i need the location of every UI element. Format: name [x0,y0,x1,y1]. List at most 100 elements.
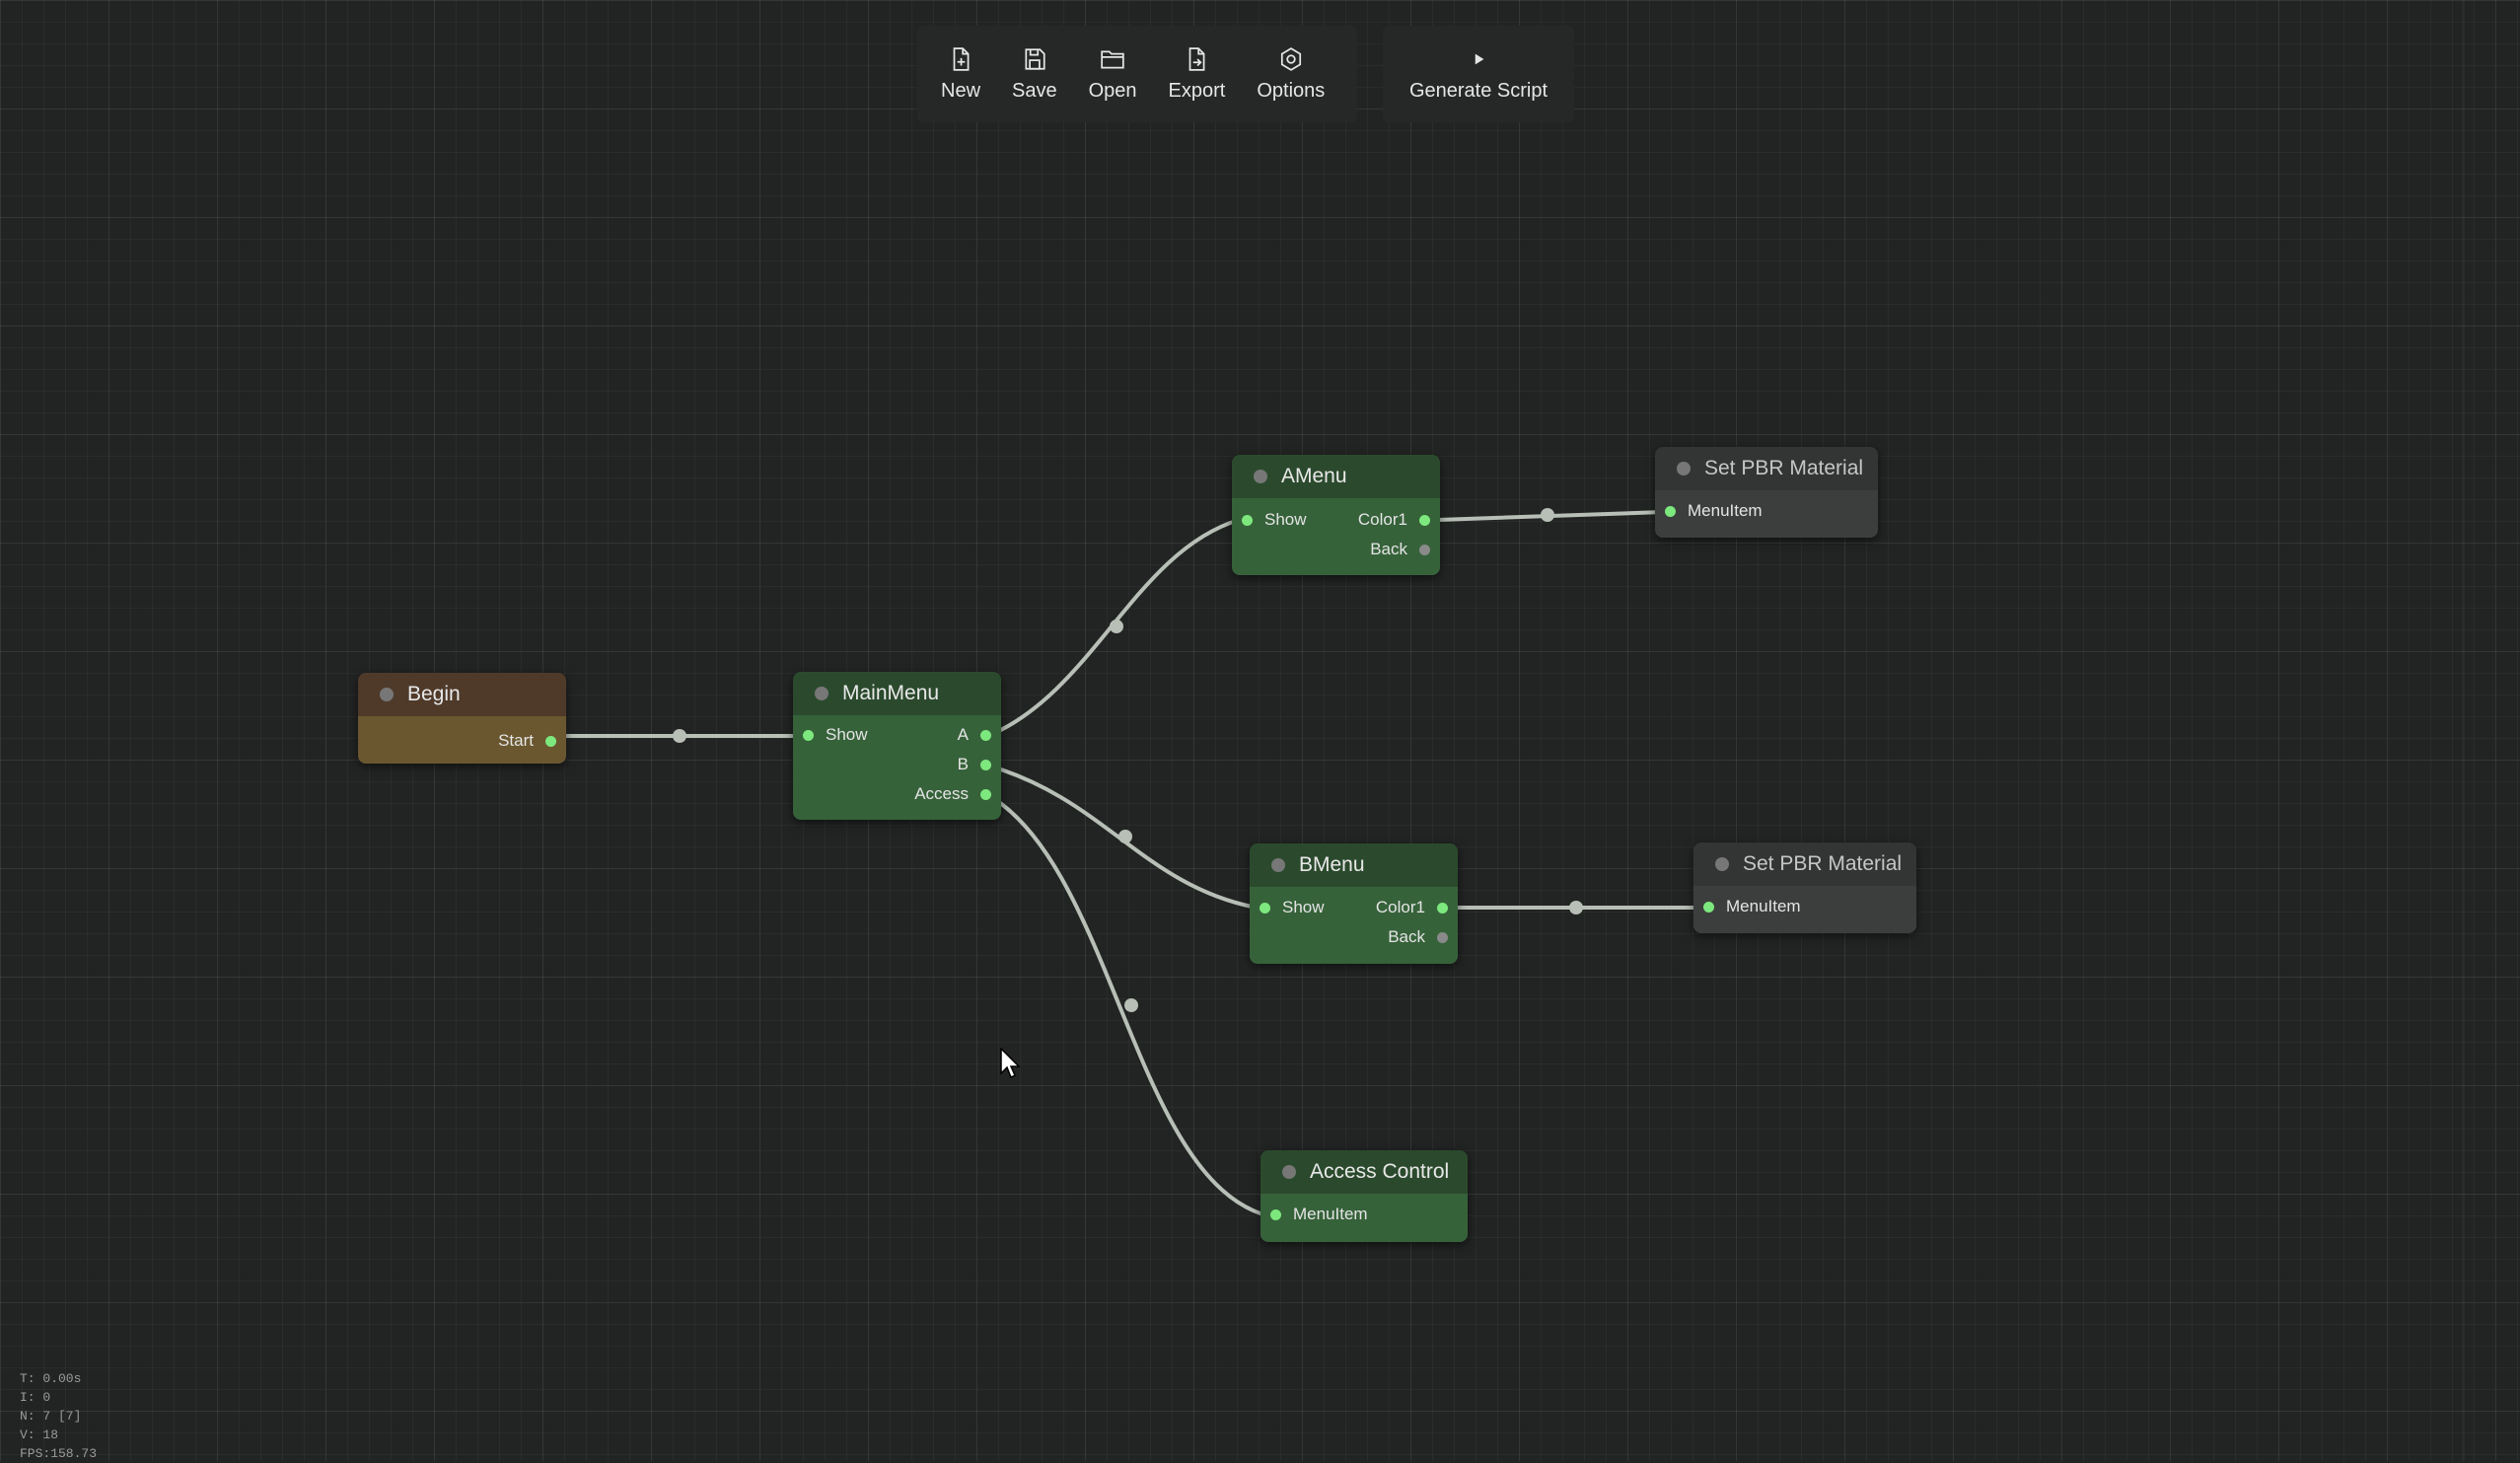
slot-connector[interactable] [545,735,556,747]
collapse-dot[interactable] [815,687,828,700]
slot-label: A [957,725,969,744]
new-label: New [941,79,981,102]
node-amenu[interactable]: AMenu Show Color1 Back [1232,455,1440,575]
slot-connector[interactable] [803,729,814,741]
collapse-dot[interactable] [1282,1165,1296,1179]
node-title: Set PBR Material [1743,852,1903,875]
new-button[interactable]: New [925,46,996,103]
input-slot-show[interactable]: Show [803,720,868,750]
stat-fps: FPS:158.73 [20,1446,98,1461]
slot-label: Back [1388,927,1425,946]
node-title: AMenu [1281,465,1347,487]
link-midpoint [673,729,686,743]
folder-icon [1101,50,1124,69]
slot-label: MenuItem [1293,1205,1368,1223]
new-file-icon [953,46,970,71]
slot-label: MenuItem [1688,501,1763,520]
output-slot-start[interactable]: Start [498,726,556,756]
node-bmenu[interactable]: BMenu Show Color1 Back [1250,843,1458,964]
node-title: Begin [407,683,461,705]
node-mainmenu[interactable]: MainMenu Show A B Access [793,672,1001,820]
node-set-pbr-material[interactable]: Set PBR Material MenuItem [1655,447,1878,538]
collapse-dot[interactable] [1271,858,1285,872]
node-title-bar[interactable]: Set PBR Material [1655,447,1878,490]
output-slot-access[interactable]: Access [914,779,991,809]
stat-nodes: N: 7 [7] [20,1409,82,1424]
node-title: BMenu [1299,853,1365,876]
collapse-dot[interactable] [380,688,394,701]
open-button[interactable]: Open [1073,46,1153,103]
slot-connector[interactable] [980,788,991,800]
collapse-dot[interactable] [1715,857,1729,871]
slot-connector[interactable] [1242,514,1253,526]
node-title-bar[interactable]: Access Control [1260,1150,1468,1194]
node-set-pbr-material[interactable]: Set PBR Material MenuItem [1693,842,1916,933]
output-slot-back[interactable]: Back [1370,535,1430,564]
node-title: Set PBR Material [1704,457,1864,479]
slot-connector[interactable] [980,759,991,770]
slot-connector[interactable] [1419,544,1430,555]
node-access-control[interactable]: Access Control MenuItem [1260,1150,1468,1242]
save-label: Save [1012,79,1057,102]
output-slot-b[interactable]: B [958,750,991,779]
cursor-icon [1000,1048,1021,1079]
generate-script-label: Generate Script [1408,79,1548,102]
link-midpoint [1110,620,1123,633]
input-slot-show[interactable]: Show [1260,893,1325,922]
link-midpoint [1541,508,1554,522]
output-slot-back[interactable]: Back [1388,922,1448,952]
input-slot-menuitem[interactable]: MenuItem [1703,892,1801,921]
output-slot-a[interactable]: A [958,720,991,750]
export-button[interactable]: Export [1153,46,1242,103]
slot-connector[interactable] [1270,1208,1281,1220]
collapse-dot[interactable] [1677,462,1691,475]
node-title-bar[interactable]: Begin [358,673,566,716]
file-toolbar: New Save Open Export Options [917,26,1357,122]
node-title-bar[interactable]: MainMenu [793,672,1001,715]
slot-label: Access [914,784,969,803]
canvas-edge-divider [2462,0,2465,1461]
export-icon [1189,46,1205,71]
slot-connector[interactable] [1260,902,1270,914]
save-icon [1025,47,1045,70]
link-mainmenu-access [986,793,1272,1218]
output-slot-color1[interactable]: Color1 [1376,893,1448,922]
slot-connector[interactable] [1419,514,1430,526]
slot-connector[interactable] [1437,902,1448,914]
slot-label: Show [1264,510,1307,529]
stat-iterations: I: 0 [20,1390,51,1405]
slot-connector[interactable] [1703,901,1714,913]
output-slot-color1[interactable]: Color1 [1358,505,1430,535]
input-slot-menuitem[interactable]: MenuItem [1270,1200,1368,1229]
link-midpoint [1569,901,1583,914]
node-begin[interactable]: Begin Start [358,673,566,764]
link-midpoint [1124,998,1138,1012]
input-slot-show[interactable]: Show [1242,505,1307,535]
play-icon [1475,53,1484,64]
slot-label: Back [1370,540,1407,558]
slot-connector[interactable] [980,729,991,741]
script-toolbar: Generate Script [1383,26,1574,122]
slot-label: Start [498,731,534,750]
slot-connector[interactable] [1665,505,1676,517]
stat-time: T: 0.00s [20,1371,82,1386]
input-slot-menuitem[interactable]: MenuItem [1665,496,1763,526]
save-button[interactable]: Save [996,46,1073,103]
generate-script-button[interactable]: Generate Script [1394,46,1563,103]
gear-icon [1280,46,1301,71]
slot-label: Show [1282,898,1325,916]
collapse-dot[interactable] [1254,470,1267,483]
node-title: Access Control [1310,1160,1450,1183]
slot-connector[interactable] [1437,931,1448,943]
open-label: Open [1088,79,1137,102]
export-label: Export [1168,79,1226,102]
slot-label: Show [826,725,868,744]
node-title-bar[interactable]: AMenu [1232,455,1440,498]
options-button[interactable]: Options [1241,46,1340,103]
options-label: Options [1257,79,1326,102]
render-stats: T: 0.00s I: 0 N: 7 [7] V: 18 FPS:158.73 [20,1369,97,1463]
node-title-bar[interactable]: BMenu [1250,843,1458,887]
node-title-bar[interactable]: Set PBR Material [1693,842,1916,886]
